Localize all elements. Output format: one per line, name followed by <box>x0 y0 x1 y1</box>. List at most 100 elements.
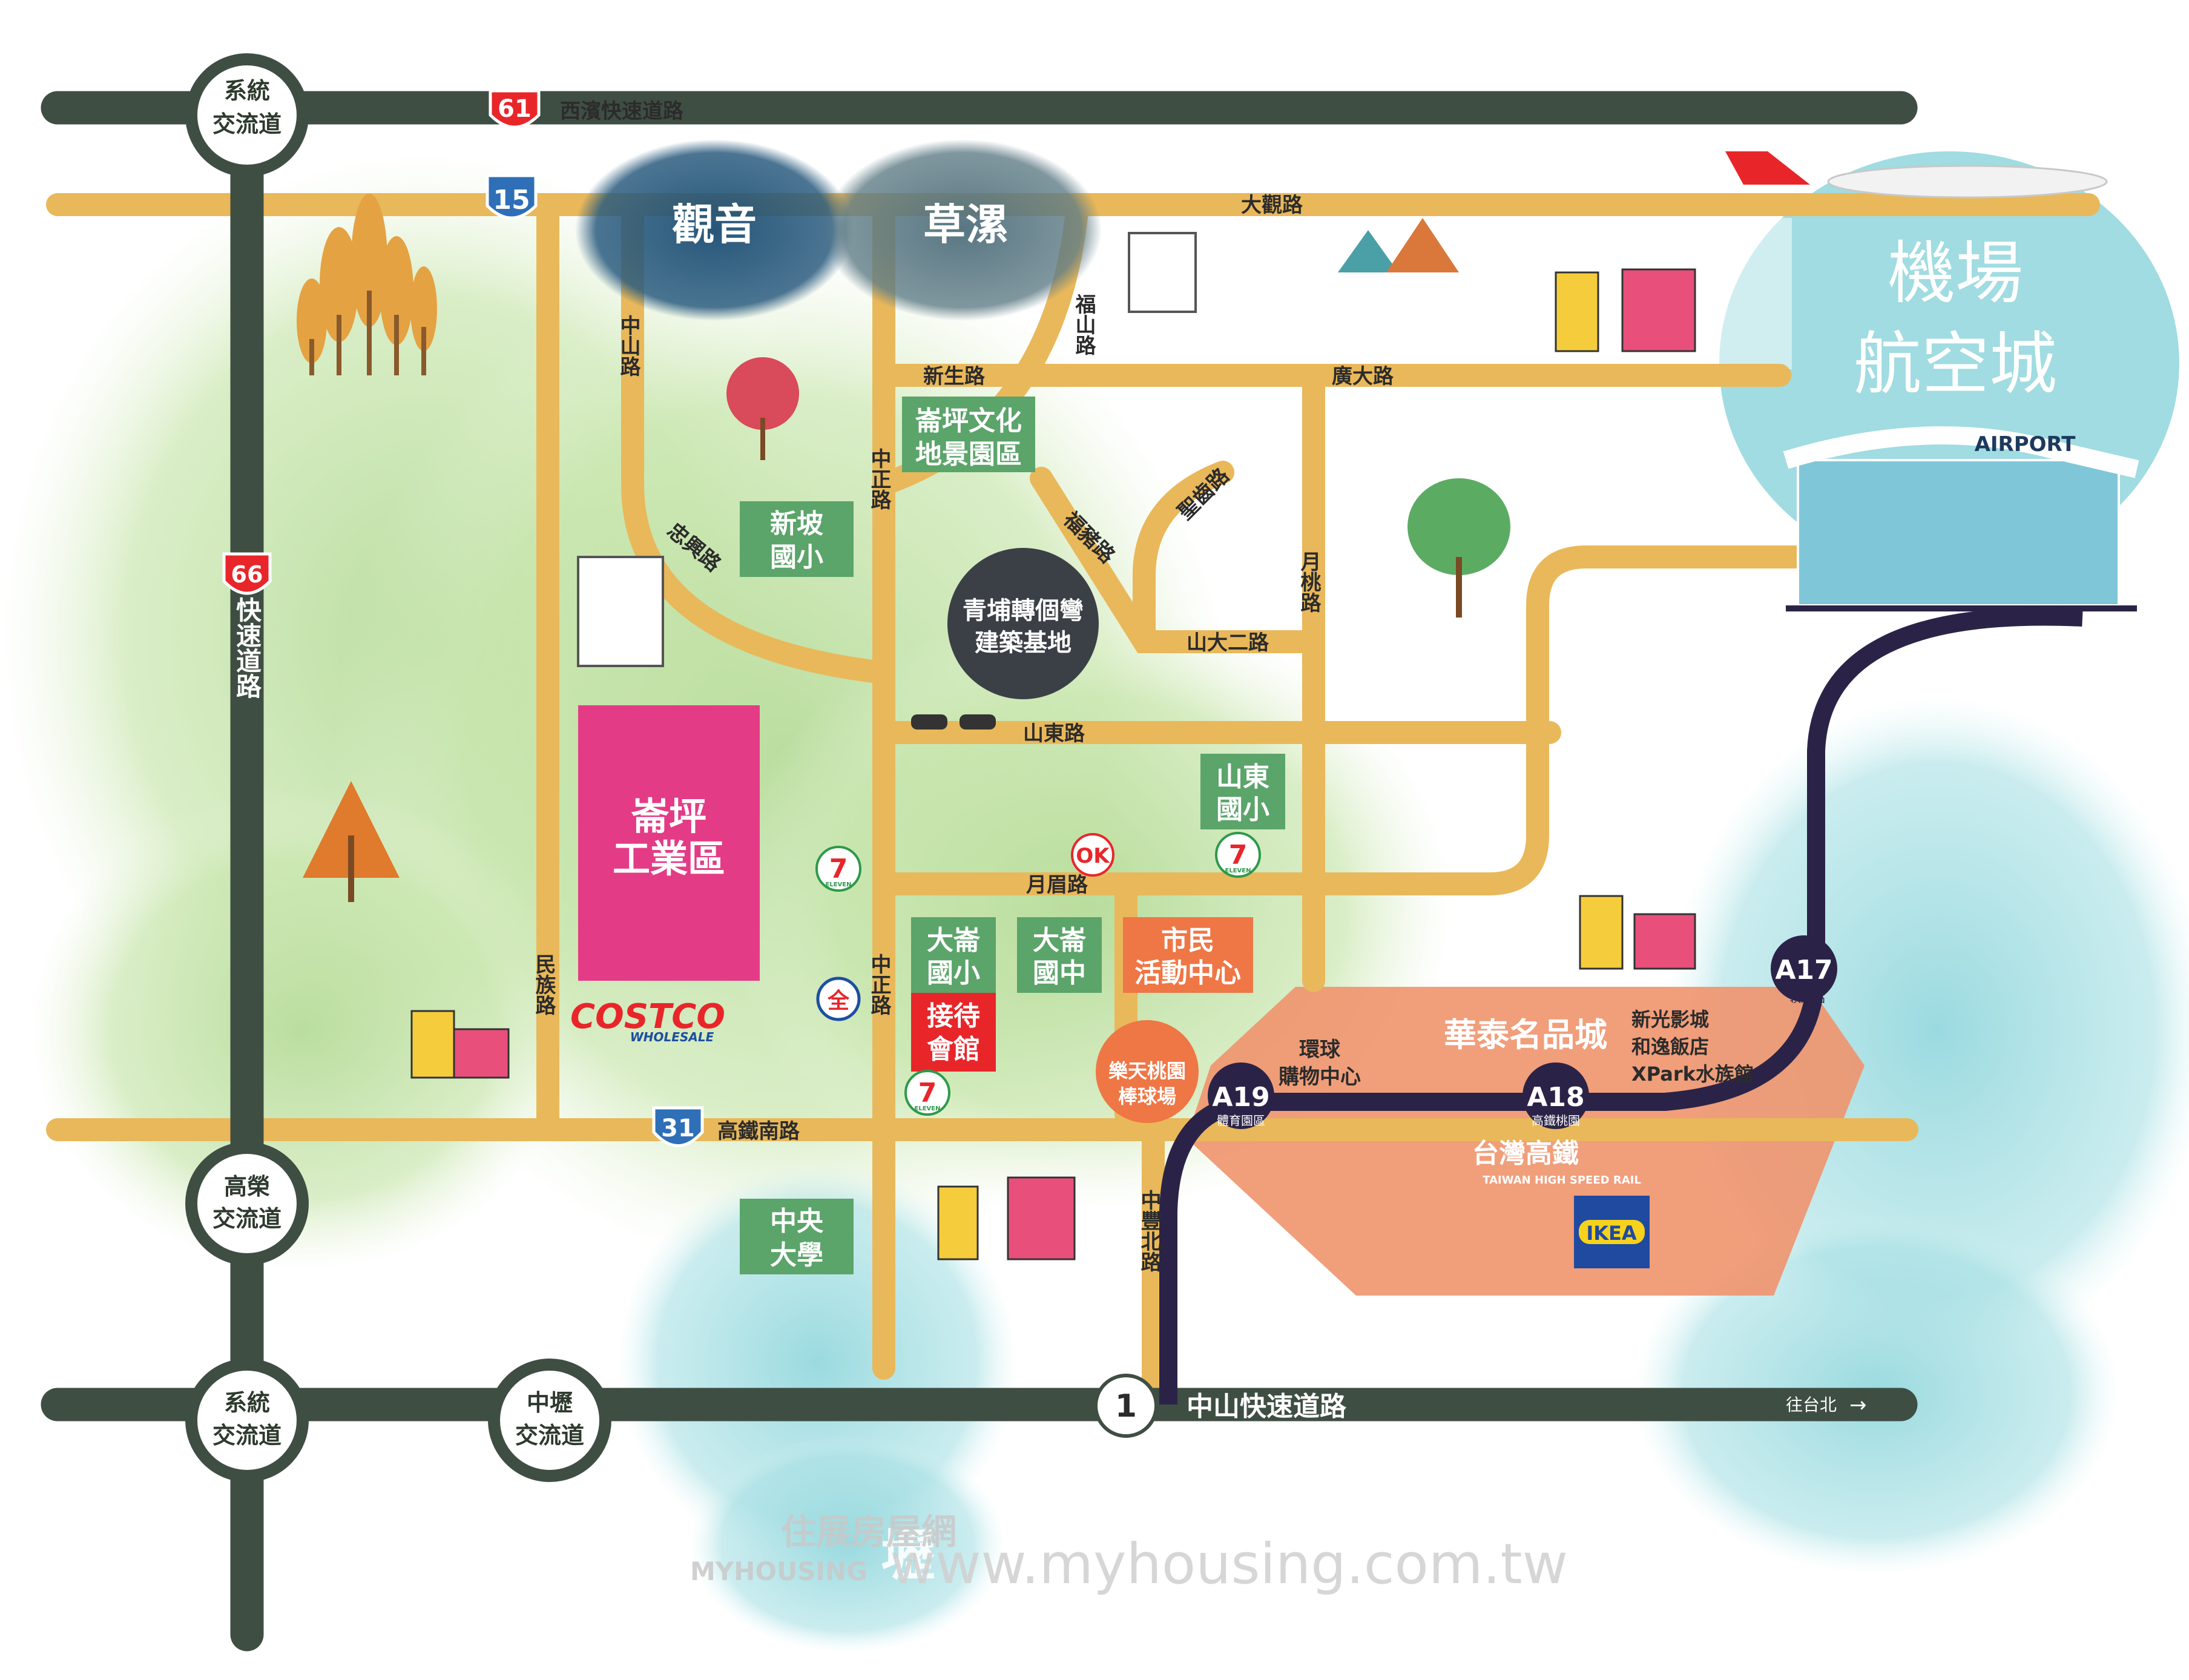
convenience-store-icon <box>815 832 1261 1116</box>
watercolor-background <box>0 151 2189 1653</box>
gas-station-icon <box>816 977 861 1021</box>
mountain-icon <box>1338 218 1459 272</box>
site-marker <box>947 548 1099 699</box>
road-label-fushan: 福山路 <box>1071 294 1096 355</box>
west-coast-expressway-label: 西濱快速道路 <box>560 99 684 124</box>
road-label-shandong: 山東路 <box>1023 722 1085 746</box>
hsr-label-en: TAIWAN HIGH SPEED RAIL <box>1483 1174 1641 1187</box>
caota-cloud <box>823 139 1102 321</box>
guanyin-label: 觀音 <box>672 200 757 249</box>
costco-logo: COSTCO <box>570 997 725 1036</box>
civic-center-box <box>1123 917 1253 993</box>
building-icon <box>410 232 1696 1260</box>
tree-icon <box>297 194 437 375</box>
zhongli-label: 壢 <box>881 1524 935 1587</box>
shin-kong-label: 和逸飯店 <box>1631 1035 1709 1058</box>
daluen-elementary-label: 國小 <box>927 958 980 989</box>
glory-outlets-label: 華泰名品城 <box>1444 1016 1607 1054</box>
road-label-yuetao: 月桃路 <box>1297 551 1321 613</box>
watermark-brand: 住展房屋網 <box>781 1511 956 1552</box>
road-label-daguan: 大觀路 <box>1241 193 1303 217</box>
interchange-label: 中壢 <box>527 1389 573 1416</box>
seven-eleven-logo: 7 <box>1229 840 1248 871</box>
route-66-label: 快速道路 <box>232 597 262 699</box>
airport-building <box>1783 426 2139 611</box>
mrt-line <box>1159 607 2083 1405</box>
hsr-label: 台灣高鐵 <box>1472 1138 1579 1169</box>
autumn-tree-icon <box>303 781 400 902</box>
global-mall-label: 環球 <box>1299 1038 1341 1062</box>
shield-1-number: 1 <box>1115 1388 1137 1425</box>
mrt-station-marker <box>1208 935 1837 1129</box>
airplane-icon <box>1725 151 2108 199</box>
seven-eleven-logo: 7 <box>829 854 848 884</box>
road-label-guangda: 廣大路 <box>1332 364 1394 389</box>
road-label-xinsheng: 新生路 <box>923 364 986 389</box>
baseball-stadium-label: 棒球場 <box>1118 1085 1176 1108</box>
central-university-label: 大學 <box>770 1240 823 1271</box>
central-university-label: 中央 <box>770 1206 824 1237</box>
road-label-yuemei: 月眉路 <box>1026 873 1088 897</box>
interchange-label: 交流道 <box>212 111 281 137</box>
to-taipei-label: 往台北 <box>1786 1395 1837 1415</box>
reception-box <box>911 993 996 1072</box>
seven-eleven-logo-sub: ELEVEN <box>826 881 852 888</box>
baseball-stadium-label: 樂天桃園 <box>1108 1059 1186 1082</box>
guanyin-cloud <box>575 139 854 321</box>
highway-shield-1 <box>1094 1374 1158 1438</box>
road-label-zhongzheng: 中正路 <box>867 448 891 510</box>
daluen-junior-label: 國中 <box>1033 958 1086 989</box>
gas-station-logo: 全 <box>827 988 850 1013</box>
car-icon <box>911 714 996 730</box>
highway-shield-15 <box>486 174 538 220</box>
mrt-a19-code: A19 <box>1212 1082 1269 1113</box>
daluen-junior-label: 大崙 <box>1033 925 1087 956</box>
arrow-right-icon: → <box>1849 1393 1867 1417</box>
industrial-zone-label: 工業區 <box>613 837 725 881</box>
shandong-school-label: 國小 <box>1216 794 1269 825</box>
shandong-school-label: 山東 <box>1216 762 1269 792</box>
ikea-logo: IKEA <box>1586 1222 1637 1245</box>
xinpo-school-label: 新坡 <box>770 509 823 539</box>
culture-park-label: 地景園區 <box>915 439 1022 470</box>
road-label-zhongzheng: 中正路 <box>867 954 891 1015</box>
interchange-label: 高榮 <box>224 1173 270 1200</box>
mrt-a18-name: 高鐵桃園 <box>1532 1113 1580 1128</box>
ikea-logo-bg <box>1579 1220 1645 1244</box>
road-label-zhongshan: 中山路 <box>616 315 640 377</box>
mrt-a17-name: 領航站 <box>1789 990 1825 1005</box>
site-label: 青埔轉個彎 <box>963 597 1084 625</box>
seven-eleven-logo-sub: ELEVEN <box>1225 868 1251 874</box>
site-label: 建築基地 <box>975 629 1071 657</box>
highway-shield-31 <box>652 1106 704 1147</box>
interchange-label: 交流道 <box>212 1422 281 1449</box>
interchange-label: 系統 <box>224 1389 270 1416</box>
shield-31-number: 31 <box>661 1115 695 1142</box>
red-tree-icon <box>726 357 799 460</box>
caota-label: 草漯 <box>923 200 1008 249</box>
mrt-a17-code: A17 <box>1775 955 1832 986</box>
industrial-zone-box <box>578 705 760 981</box>
road-label-minzu: 民族路 <box>532 954 556 1015</box>
interchange-label: 系統 <box>224 77 270 104</box>
airport-sign: AIRPORT <box>1975 432 2076 456</box>
airport-city-label: 航空城 <box>1854 325 2057 404</box>
industrial-zone-label: 崙坪 <box>631 794 706 838</box>
airport-city-label: 機場 <box>1888 234 2023 313</box>
road-label-shanda2: 山大二路 <box>1187 631 1269 655</box>
civic-center-label: 活動中心 <box>1134 958 1241 989</box>
global-mall-label: 購物中心 <box>1279 1065 1361 1089</box>
seven-eleven-logo: 7 <box>918 1078 937 1108</box>
civic-center-label: 市民 <box>1161 925 1214 956</box>
hsr-south-road-label: 高鐵南路 <box>717 1119 800 1144</box>
road-label-zhongfeng: 中豐北路 <box>1137 1190 1161 1272</box>
reception-label: 會館 <box>927 1034 980 1065</box>
interchange-label: 交流道 <box>212 1205 281 1232</box>
shield-15-number: 15 <box>493 185 530 216</box>
highway-shield-61 <box>489 89 541 129</box>
shin-kong-label: XPark水族館 <box>1631 1062 1754 1085</box>
zhongshan-expressway-label: 中山快速道路 <box>1187 1391 1347 1422</box>
interchange-label: 交流道 <box>515 1422 584 1449</box>
